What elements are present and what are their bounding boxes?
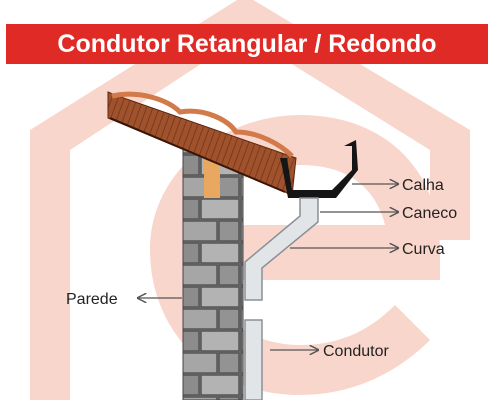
wooden-rafter (204, 158, 220, 198)
label-parede: Parede (66, 291, 118, 308)
label-curva: Curva (402, 241, 445, 258)
leader-arrows (138, 184, 398, 350)
label-caneco: Caneco (402, 205, 457, 222)
title-banner: Condutor Retangular / Redondo (6, 24, 488, 64)
label-condutor: Condutor (323, 343, 389, 360)
page-title: Condutor Retangular / Redondo (57, 29, 437, 58)
roof-tiles (107, 91, 297, 197)
label-calha: Calha (402, 177, 444, 194)
gutter-calha (280, 140, 358, 198)
gutter-outlet-and-bend (244, 197, 319, 301)
downpipe-condutor (244, 319, 263, 400)
